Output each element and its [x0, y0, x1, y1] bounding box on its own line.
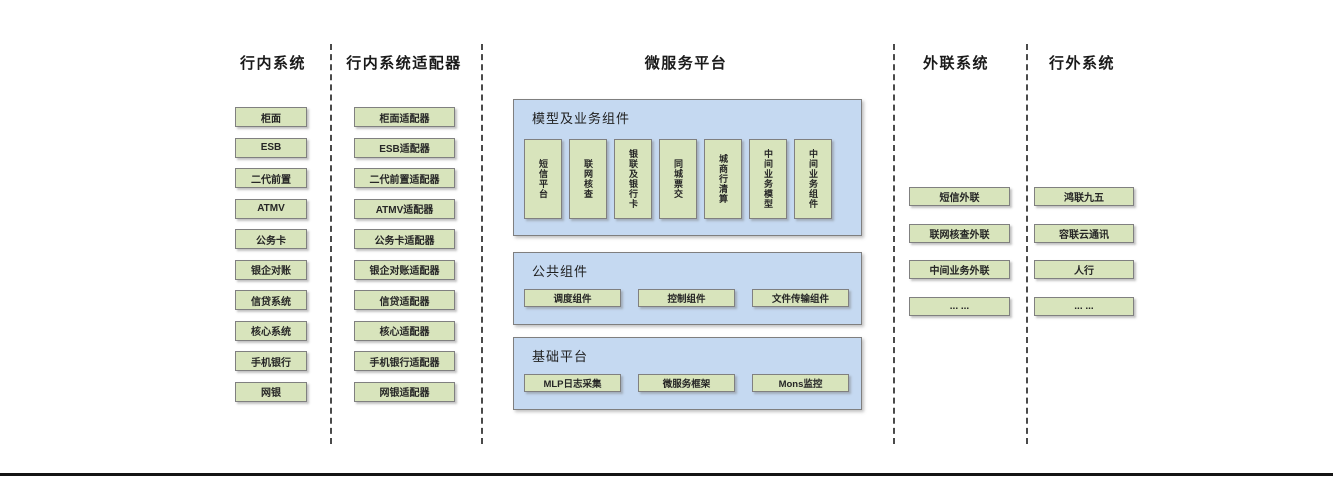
- header-external-link-systems: 外联系统: [922, 55, 989, 72]
- inbank-system-box: 网银: [235, 381, 307, 402]
- model-business-component-box: 中间业务模型: [749, 139, 787, 219]
- inbank-adapter-box: 网银适配器: [354, 381, 455, 402]
- column-inbank-systems: 柜面 ESB 二代前置 ATMV 公务卡银企对账信贷系统核心系统手机银行网银: [235, 107, 307, 402]
- inbank-adapter-box: 公务卡适配器: [354, 229, 455, 249]
- inbank-adapter-box: 银企对账适配器: [354, 259, 455, 280]
- column-external-link-systems: 短信外联联网核查外联中间业务外联 ... ...: [909, 187, 1010, 316]
- column-divider-3: [893, 44, 895, 444]
- external-link-system-box: 中间业务外联: [909, 260, 1010, 279]
- bottom-border-line: [0, 473, 1333, 476]
- common-component-box: 调度组件: [524, 289, 621, 307]
- header-microservice-platform: 微服务平台: [644, 55, 728, 72]
- external-link-system-box: 联网核查外联: [909, 223, 1010, 243]
- column-divider-4: [1026, 44, 1028, 444]
- column-outside-bank-systems: 鸿联九五容联云通讯人行 ... ...: [1034, 187, 1134, 316]
- inbank-adapter-box: 手机银行适配器: [354, 351, 455, 371]
- inbank-system-box: 银企对账: [235, 259, 307, 280]
- model-business-components-row: 短信平台联网核查银联及银行卡同城票交城商行清算中间业务模型中间业务组件: [524, 139, 832, 219]
- outside-bank-system-box: 鸿联九五: [1034, 187, 1134, 206]
- base-platform-box: MLP日志采集: [524, 374, 621, 392]
- header-inbank-systems: 行内系统: [239, 55, 306, 72]
- model-business-component-box: 中间业务组件: [794, 139, 832, 219]
- model-business-component-box: 城商行清算: [704, 139, 742, 219]
- header-outside-bank-systems: 行外系统: [1048, 55, 1115, 72]
- inbank-system-box: 柜面: [235, 107, 307, 127]
- common-components-row: 调度组件控制组件文件传输组件: [524, 289, 849, 307]
- external-link-system-box: 短信外联: [909, 187, 1010, 206]
- base-platform-box: 微服务框架: [638, 374, 735, 392]
- outside-bank-system-box: 人行: [1034, 260, 1134, 279]
- base-platform-box: Mons监控: [752, 374, 849, 392]
- header-inbank-adapters: 行内系统适配器: [346, 55, 462, 72]
- inbank-adapter-box: ESB适配器: [354, 137, 455, 158]
- inbank-system-box: ATMV: [235, 198, 307, 219]
- panel-title-base-platform: 基础平台: [532, 349, 589, 364]
- external-link-system-box: ... ...: [909, 296, 1010, 316]
- outside-bank-system-box: 容联云通讯: [1034, 223, 1134, 243]
- inbank-adapter-box: 核心适配器: [354, 320, 455, 341]
- base-platform-row: MLP日志采集微服务框架 Mons监控: [524, 374, 849, 392]
- inbank-adapter-box: 信贷适配器: [354, 290, 455, 310]
- common-component-box: 文件传输组件: [752, 289, 849, 307]
- inbank-adapter-box: 柜面适配器: [354, 107, 455, 127]
- model-business-component-box: 同城票交: [659, 139, 697, 219]
- column-inbank-adapters: 柜面适配器 ESB适配器二代前置适配器 ATMV适配器公务卡适配器银企对账适配器信贷…: [354, 107, 455, 402]
- panel-common-components: 公共组件 调度组件控制组件文件传输组件: [513, 252, 862, 325]
- inbank-system-box: 信贷系统: [235, 290, 307, 310]
- inbank-system-box: ESB: [235, 137, 307, 158]
- panel-title-model-business-components: 模型及业务组件: [532, 111, 631, 126]
- inbank-system-box: 手机银行: [235, 351, 307, 371]
- column-divider-2: [481, 44, 483, 444]
- outside-bank-system-box: ... ...: [1034, 296, 1134, 316]
- model-business-component-box: 银联及银行卡: [614, 139, 652, 219]
- common-component-box: 控制组件: [638, 289, 735, 307]
- model-business-component-box: 联网核查: [569, 139, 607, 219]
- model-business-component-box: 短信平台: [524, 139, 562, 219]
- inbank-adapter-box: 二代前置适配器: [354, 168, 455, 188]
- inbank-system-box: 公务卡: [235, 229, 307, 249]
- panel-title-common-components: 公共组件: [532, 264, 589, 279]
- inbank-system-box: 核心系统: [235, 320, 307, 341]
- panel-model-business-components: 模型及业务组件 短信平台联网核查银联及银行卡同城票交城商行清算中间业务模型中间业…: [513, 99, 862, 236]
- inbank-system-box: 二代前置: [235, 168, 307, 188]
- inbank-adapter-box: ATMV适配器: [354, 198, 455, 219]
- panel-base-platform: 基础平台 MLP日志采集微服务框架 Mons监控: [513, 337, 862, 410]
- column-divider-1: [330, 44, 332, 444]
